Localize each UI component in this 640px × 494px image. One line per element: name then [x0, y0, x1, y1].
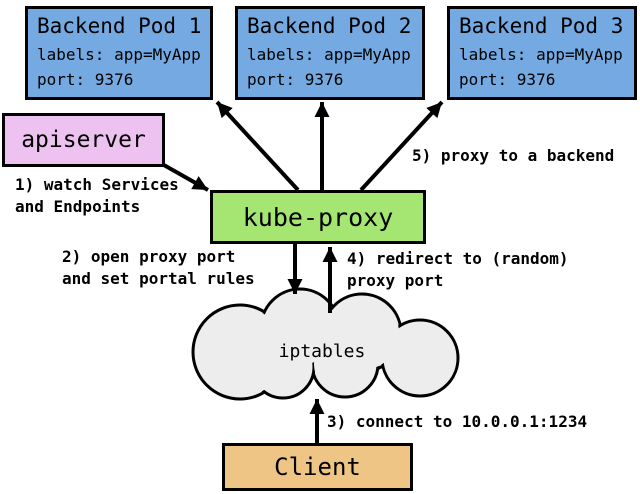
backend-pod-1-title: Backend Pod 1 [37, 14, 202, 38]
annotation-step5: 5) proxy to a backend [412, 146, 615, 165]
apiserver-label: apiserver [21, 127, 146, 153]
kube-proxy-label: kube-proxy [242, 202, 394, 232]
annotation-step2: 2) open proxy port and set portal rules [62, 247, 255, 289]
kube-proxy-box: kube-proxy [210, 190, 426, 244]
backend-pod-2-labels: labels: app=MyApp [247, 45, 411, 65]
backend-pod-2-title: Backend Pod 2 [247, 14, 412, 38]
backend-pod-3-labels: labels: app=MyApp [459, 45, 623, 65]
backend-pod-3-port: port: 9376 [459, 70, 556, 90]
backend-pod-1-labels: labels: app=MyApp [37, 45, 201, 65]
backend-pod-2-port: port: 9376 [247, 70, 344, 90]
client-label: Client [274, 453, 361, 481]
annotation-step4: 4) redirect to (random) proxy port [347, 249, 569, 291]
arrow-kube-proxy-to-pod3 [359, 100, 444, 192]
annotation-step3: 3) connect to 10.0.0.1:1234 [327, 412, 588, 431]
backend-pod-1-box: Backend Pod 1 labels: app=MyApp port: 93… [25, 6, 213, 100]
client-box: Client [222, 443, 413, 491]
backend-pod-1-port: port: 9376 [37, 70, 134, 90]
backend-pod-2-box: Backend Pod 2 labels: app=MyApp port: 93… [235, 6, 425, 100]
iptables-label: iptables [278, 341, 366, 362]
apiserver-box: apiserver [2, 113, 165, 167]
iptables-cloud [191, 287, 460, 401]
backend-pod-3-title: Backend Pod 3 [459, 14, 624, 38]
backend-pod-3-box: Backend Pod 3 labels: app=MyApp port: 93… [447, 6, 637, 100]
arrow-kube-proxy-to-pod1 [215, 100, 300, 192]
annotation-step1: 1) watch Services and Endpoints [15, 175, 179, 217]
